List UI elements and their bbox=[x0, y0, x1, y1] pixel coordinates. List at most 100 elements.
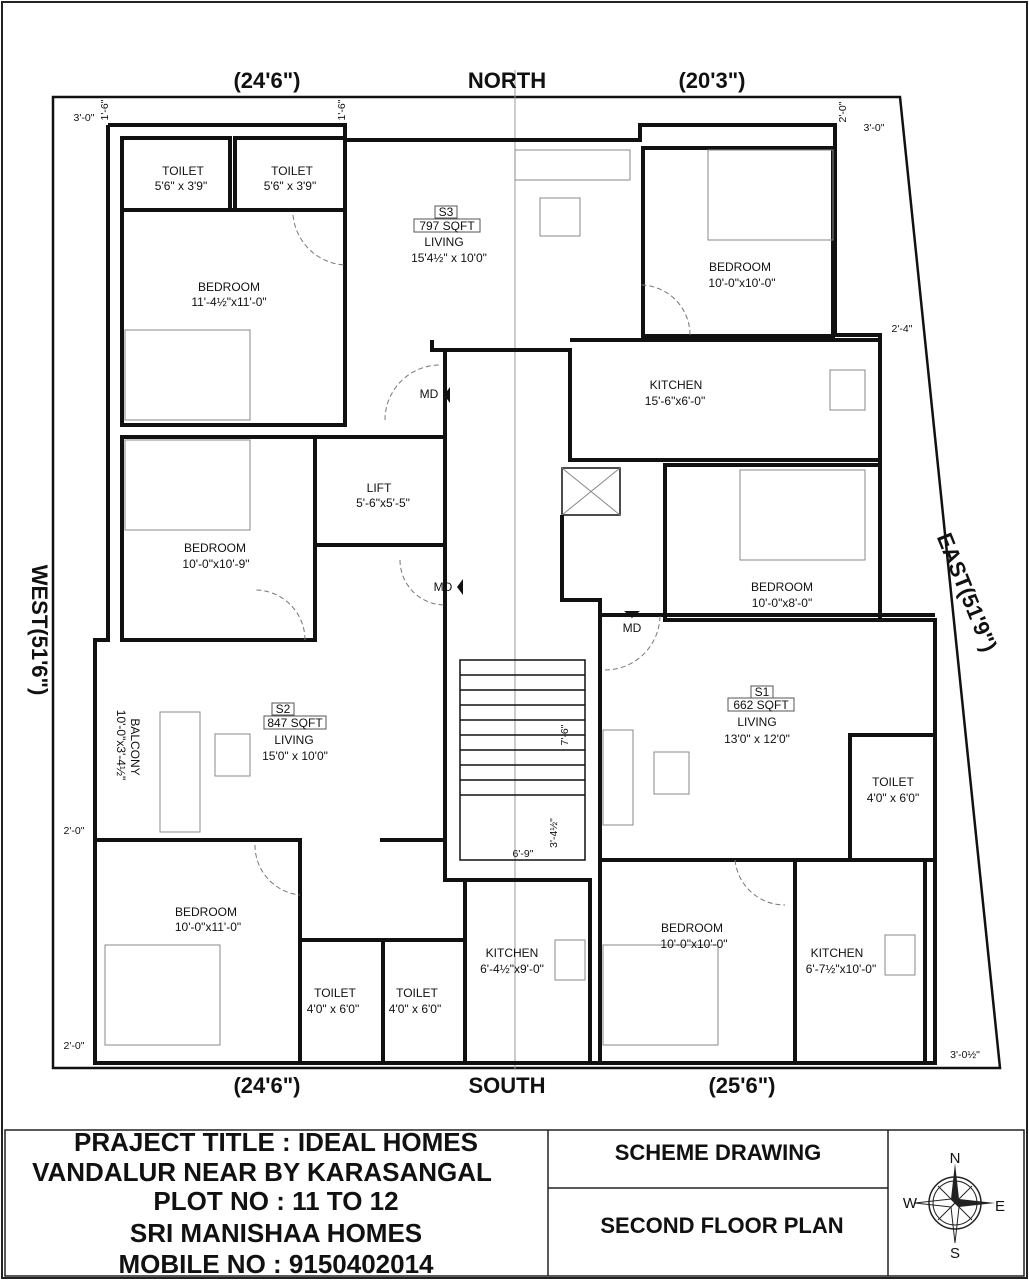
bedroom-s-walls bbox=[598, 858, 797, 1065]
room-label: TOILET bbox=[271, 164, 313, 178]
unit-s2: S2 847 SQFT LIVING 15'0" x 10'0" bbox=[262, 702, 328, 763]
builder-name: SRI MANISHAA HOMES bbox=[130, 1218, 422, 1248]
main-doors: MD MD MD bbox=[420, 387, 642, 635]
north-label: NORTH bbox=[468, 68, 546, 93]
bed-icon bbox=[104, 944, 221, 1046]
mobile-number: MOBILE NO : 9150402014 bbox=[118, 1249, 434, 1279]
compass-e: E bbox=[995, 1198, 1005, 1215]
room-size: 10'-0"x10'-0" bbox=[660, 937, 727, 951]
living-size: 15'0" x 10'0" bbox=[262, 749, 328, 763]
setback: 3'-0" bbox=[864, 122, 885, 134]
setback: 2'-0" bbox=[837, 101, 849, 122]
unit-area: 847 SQFT bbox=[267, 716, 323, 730]
setback: 3'-0" bbox=[74, 112, 95, 124]
room-size: 10'-0"x8'-0" bbox=[752, 596, 812, 610]
toilet-e-walls bbox=[848, 733, 937, 862]
setback: 2'-0" bbox=[64, 1040, 85, 1052]
room-size: 5'-6"x5'-5" bbox=[356, 496, 410, 510]
stair-width: 6'-9" bbox=[513, 848, 534, 860]
main-door-label: MD bbox=[420, 387, 439, 401]
bed-icon bbox=[602, 944, 719, 1046]
living-label: LIVING bbox=[274, 733, 313, 747]
main-door-label: MD bbox=[623, 621, 642, 635]
table-icon bbox=[214, 733, 251, 777]
west-label: WEST(51'6") bbox=[27, 565, 52, 696]
room-size: 4'0" x 6'0" bbox=[307, 1002, 359, 1016]
sofa-icon bbox=[514, 149, 631, 181]
unit-s1: S1 662 SQFT LIVING 13'0" x 12'0" bbox=[724, 685, 795, 746]
main-door-marker-icon bbox=[457, 579, 463, 595]
room-size: 6'-4½"x9'-0" bbox=[480, 962, 544, 976]
bedroom-sw-walls bbox=[93, 838, 302, 1065]
unit-s3: S3 797 SQFT LIVING 15'4½" x 10'0" bbox=[411, 205, 487, 265]
table-icon bbox=[539, 197, 581, 237]
main-door-label: MD bbox=[434, 580, 453, 594]
room-label: BEDROOM bbox=[175, 905, 237, 919]
sheet-title: SECOND FLOOR PLAN bbox=[600, 1213, 843, 1238]
stove-icon bbox=[884, 934, 916, 976]
bedroom-e-walls bbox=[663, 463, 882, 622]
bottom-right-width: (25'6") bbox=[708, 1073, 775, 1098]
unit-name: S1 bbox=[755, 685, 770, 699]
stove-icon bbox=[554, 939, 586, 981]
bed-icon bbox=[124, 439, 251, 531]
living-label: LIVING bbox=[737, 715, 776, 729]
room-label: TOILET bbox=[872, 775, 914, 789]
furniture bbox=[104, 149, 916, 1046]
room-label: BEDROOM bbox=[184, 541, 246, 555]
living-label: LIVING bbox=[424, 235, 463, 249]
room-label: BEDROOM bbox=[661, 921, 723, 935]
title-block: PRAJECT TITLE : IDEAL HOMES VANDALUR NEA… bbox=[4, 1127, 1025, 1279]
room-size: 11'-4½"x11'-0" bbox=[191, 295, 266, 309]
setback: 3'-0½" bbox=[950, 1049, 980, 1061]
room-size: 15'-6"x6'-0" bbox=[645, 394, 705, 408]
room-labels: TOILET 5'6" x 3'9" TOILET 5'6" x 3'9" BE… bbox=[114, 164, 919, 1016]
room-size: 6'-7½"x10'-0" bbox=[806, 962, 876, 976]
sofa-icon bbox=[602, 729, 634, 826]
door-swings bbox=[254, 214, 786, 906]
room-size: 4'0" x 6'0" bbox=[389, 1002, 441, 1016]
room-label: KITCHEN bbox=[650, 378, 703, 392]
compass-icon: N S W E bbox=[903, 1150, 1005, 1262]
unit-name: S3 bbox=[439, 205, 454, 219]
stair-landing: 3'-4½" bbox=[548, 818, 560, 848]
setback: 2'-4" bbox=[892, 323, 913, 335]
room-size: 5'6" x 3'9" bbox=[155, 179, 207, 193]
compass-n: N bbox=[950, 1150, 961, 1167]
staircase bbox=[459, 659, 586, 861]
top-right-width: (20'3") bbox=[678, 68, 745, 93]
walls bbox=[93, 123, 937, 1065]
room-label: KITCHEN bbox=[486, 946, 539, 960]
unit-area: 662 SQFT bbox=[733, 698, 789, 712]
room-label: BALCONY bbox=[128, 718, 142, 775]
stair-length: 7'-6" bbox=[559, 724, 571, 745]
room-label: TOILET bbox=[396, 986, 438, 1000]
bed-icon bbox=[124, 329, 251, 421]
setback: 1'-6" bbox=[99, 99, 111, 120]
setback: 1'-6" bbox=[336, 99, 348, 120]
living-size: 13'0" x 12'0" bbox=[724, 732, 790, 746]
bedroom-nw-walls bbox=[120, 208, 347, 427]
main-door-marker-icon bbox=[624, 611, 640, 618]
duct bbox=[561, 467, 621, 516]
east-label: EAST(51'9") bbox=[932, 529, 1002, 655]
compass-w: W bbox=[903, 1195, 918, 1212]
plot-number: PLOT NO : 11 TO 12 bbox=[153, 1186, 398, 1216]
room-label: BEDROOM bbox=[198, 280, 260, 294]
room-size: 10'-0"x10'-9" bbox=[182, 557, 249, 571]
bedroom-ne-walls bbox=[641, 146, 835, 338]
room-label: BEDROOM bbox=[751, 580, 813, 594]
room-size: 10'-0"x3'-4½" bbox=[114, 710, 128, 780]
room-label: TOILET bbox=[162, 164, 204, 178]
main-door-marker-icon bbox=[444, 387, 450, 403]
room-size: 4'0" x 6'0" bbox=[867, 791, 919, 805]
room-size: 10'-0"x11'-0" bbox=[175, 920, 241, 934]
kitchen-s-walls bbox=[463, 878, 592, 1065]
bottom-left-width: (24'6") bbox=[233, 1073, 300, 1098]
room-label: LIFT bbox=[367, 481, 392, 495]
project-title: PRAJECT TITLE : IDEAL HOMES bbox=[74, 1127, 478, 1157]
room-label: BEDROOM bbox=[709, 260, 771, 274]
project-location: VANDALUR NEAR BY KARASANGAL bbox=[32, 1157, 492, 1187]
unit-area: 797 SQFT bbox=[419, 219, 475, 233]
